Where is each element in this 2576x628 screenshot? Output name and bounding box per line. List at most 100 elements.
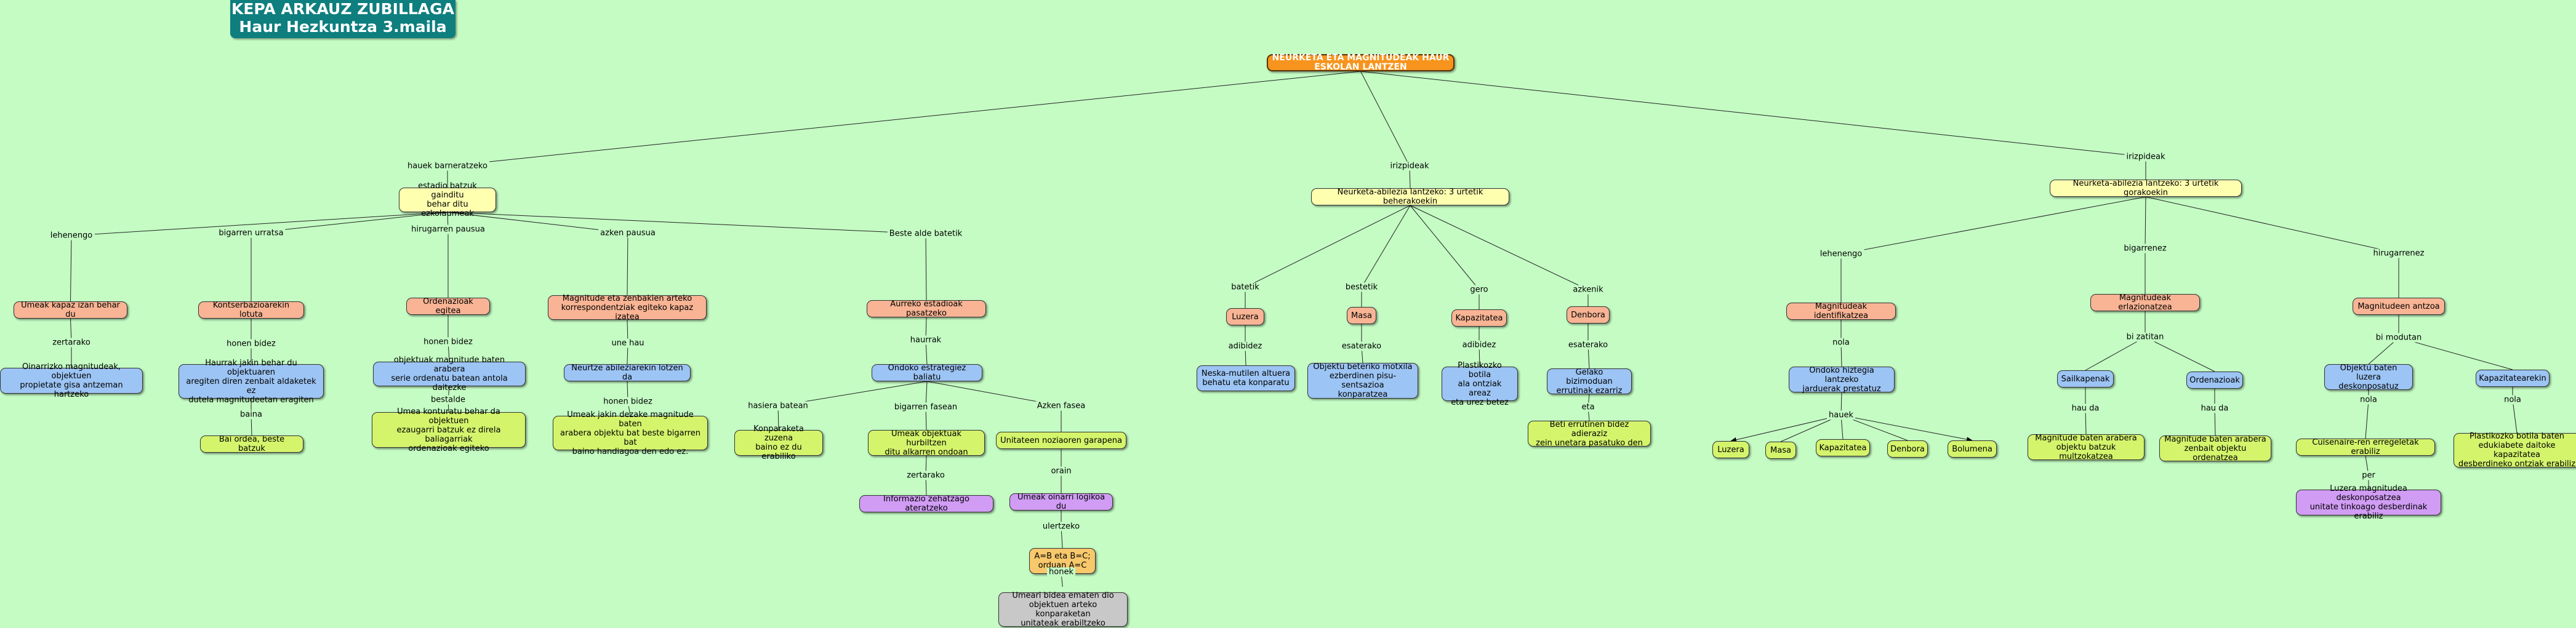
- concept-r-ordenazioak[interactable]: Ordenazioak: [2186, 372, 2243, 389]
- link-root-to-irizpideak-right: [1360, 71, 2146, 157]
- link-label-orain: orain: [1049, 466, 1073, 476]
- link-label-batetik: batetik: [1229, 282, 1261, 292]
- concept-l-umeari[interactable]: Umeari bidea ematen dio objektuen arteko…: [998, 591, 1128, 628]
- concept-l-umeakuinarri[interactable]: Umeak oinarri logikoa du: [1009, 493, 1113, 511]
- concept-l-ondoko[interactable]: Ondoko estrategiez baliatu: [872, 364, 982, 382]
- concept-l-umeakjakin[interactable]: Umeak jakin dezake magnitude baten arabe…: [553, 410, 708, 456]
- concept-m-neska[interactable]: Neska-mutilen altuera behatu eta konpara…: [1197, 365, 1295, 391]
- link-label-bi-modutan: bi modutan: [2373, 333, 2424, 343]
- concept-r-magantz[interactable]: Magnitudeen antzoa: [2353, 298, 2445, 315]
- concept-m-gelako[interactable]: Gelako bizimoduan errutinak ezarriz: [1547, 368, 1632, 395]
- link-label-honen-bidez-2: honen bidez: [422, 337, 475, 347]
- link-label-lehenengo-l: lehenengo: [48, 231, 95, 240]
- concept-r-masa[interactable]: Masa: [1765, 442, 1796, 459]
- concept-r-kapazitatearekin[interactable]: Kapazitatearekin: [2476, 370, 2550, 387]
- link-lehenengo-l-to-l-kapaz: [70, 235, 72, 302]
- link-label-hauek-barneratzeko: hauek barneratzeko: [406, 161, 489, 171]
- link-label-per: per: [2360, 471, 2377, 480]
- link-label-honen-bidez-1: honen bidez: [225, 339, 278, 349]
- concept-l-neurtze[interactable]: Neurtze abileziarekin lotzen da: [564, 364, 691, 382]
- concept-l-ordenaz[interactable]: Ordenazioak egitea: [406, 297, 490, 316]
- link-hauek-to-r-bolumena: [1840, 415, 1973, 442]
- concept-r-plastikozko[interactable]: Plastikozko botila baten edukiabete dait…: [2454, 432, 2576, 469]
- link-estadio-to-azken-l: [447, 212, 628, 234]
- link-m-neurketa-to-batetik: [1245, 205, 1411, 288]
- link-r-neurketa-to-hirugarrenez-r: [2145, 196, 2399, 254]
- concept-estadio[interactable]: estadio batzuk gainditu behar ditu ezkol…: [399, 181, 496, 218]
- link-label-irizpideak-mid: irizpideak: [1388, 161, 1431, 171]
- link-label-azken-fasea: Azken fasea: [1035, 401, 1088, 411]
- concept-r-denbora[interactable]: Denbora: [1887, 440, 1928, 458]
- concept-l-unitateen[interactable]: Unitateen noziaoren garapena: [996, 432, 1126, 449]
- concept-l-beiordu[interactable]: Bai ordea, beste batzuk: [200, 435, 303, 453]
- concept-r-objektubat[interactable]: Objektu baten luzera deskonposatuz: [2324, 364, 2413, 391]
- link-label-nola-3: nola: [2502, 395, 2523, 405]
- concept-r-sailkapenak[interactable]: Sailkapenak: [2057, 370, 2114, 388]
- link-bi-zatitan-to-r-ordenazioak: [2145, 336, 2215, 372]
- concept-l-umeakobj[interactable]: Umeak objektuak hurbiltzen ditu alkarren…: [868, 429, 985, 457]
- concept-m-objektu[interactable]: Objektu beteriko motxila ezberdinen pisu…: [1307, 362, 1418, 399]
- link-r-neurketa-to-bigarrenez-r: [2145, 196, 2146, 249]
- concept-root[interactable]: NEURKETA ETA MAGNITUDEAK HAUR ESKOLAN LA…: [1267, 54, 1455, 72]
- concept-r-magbat1[interactable]: Magnitude baten arabera objektu batzuk m…: [2028, 434, 2145, 461]
- link-m-neurketa-to-gero: [1410, 205, 1480, 290]
- concept-l-informazio[interactable]: Informazio zehatzago ateratzeko: [859, 495, 993, 513]
- concept-r-magerl[interactable]: Magnitudeak erlazionatzea: [2090, 293, 2200, 312]
- link-label-adibidez-2: adibidez: [1460, 340, 1498, 350]
- link-label-esaterako-2: esaterako: [1566, 340, 1610, 350]
- concept-l-ohar[interactable]: Oinarrizko magnitudeak, objektuen propie…: [0, 362, 143, 399]
- concept-l-haurrak[interactable]: Haurrak jakin behar du objektuaren aregi…: [179, 359, 324, 405]
- concept-m-plastikozko[interactable]: Plastikozko botila ala ontziak areaz eta…: [1442, 361, 1518, 407]
- concept-l-umeakon[interactable]: Umea konturatu behar da objektuen ezauga…: [372, 407, 526, 453]
- link-label-zertarako-l: zertarako: [50, 338, 92, 348]
- concept-r-magbat2[interactable]: Magnitude baten arabera zenbait objektu …: [2159, 435, 2271, 463]
- concept-r-luzera[interactable]: Luzera: [1712, 441, 1749, 458]
- course-name: Haur Hezkuntza 3.maila: [239, 18, 447, 36]
- concept-m-gertakari[interactable]: Beti errutinen bidez adieraziz zein unet…: [1528, 420, 1651, 448]
- concept-r-luzeramag[interactable]: Luzera magnitudea deskonposatzea unitate…: [2296, 484, 2441, 521]
- link-label-esateraiko: esaterako: [1339, 341, 1384, 351]
- link-label-bestalde: bestalde: [429, 395, 467, 405]
- link-label-hauek: hauek: [1827, 410, 1855, 420]
- link-label-bestetik: bestetik: [1343, 282, 1380, 292]
- link-label-baina: baina: [238, 410, 265, 419]
- link-label-ulertzeko: ulertzeko: [1040, 522, 1082, 531]
- concept-l-magnitude[interactable]: Magnitude eta zenbakien arteko korrespon…: [548, 294, 707, 322]
- link-label-nola-2: nola: [2358, 395, 2379, 405]
- author-header: KEPA ARKAUZ ZUBILLAGA Haur Hezkuntza 3.m…: [230, 0, 455, 38]
- link-label-hau-da-2: hau da: [2199, 403, 2231, 413]
- link-estadio-to-beste-l: [447, 212, 926, 234]
- concept-l-konparaketa[interactable]: Konparaketa zuzena baino ez du erabiliko: [734, 424, 823, 461]
- concept-r-magid[interactable]: Magnitudeak identifikatzea: [1786, 302, 1896, 320]
- link-root-to-hauek-barneratzeko: [447, 71, 1361, 167]
- concept-l-objektuak[interactable]: objektuak magnitude baten arabera serie …: [373, 356, 526, 392]
- concept-m-luzera[interactable]: Luzera: [1226, 308, 1264, 325]
- concept-l-kapaz[interactable]: Umeak kapaz izan behar du: [14, 301, 127, 319]
- link-hauek-to-r-luzera: [1730, 415, 1842, 442]
- concept-r-ondoko[interactable]: Ondoko hiztegia lantzeko jarduerak prest…: [1789, 366, 1895, 394]
- link-estadio-to-lehenengo-l: [71, 212, 448, 236]
- concept-l-aurreko[interactable]: Aurreko estadioak pasatzeko: [867, 300, 986, 318]
- link-label-bigarren-l: bigarren urratsa: [217, 228, 286, 238]
- link-label-adibidez-1: adibidez: [1226, 341, 1264, 351]
- link-label-bigarrenez-r: bigarrenez: [2122, 244, 2169, 253]
- link-label-eta: eta: [1579, 402, 1597, 412]
- link-label-bigarren-fasean: bigarren fasean: [892, 402, 960, 412]
- concept-r-cuisenaire[interactable]: Cuisenaire-ren erregeletak erabiliz: [2296, 438, 2435, 456]
- concept-r-kapazitatea[interactable]: Kapazitatea: [1816, 439, 1870, 456]
- concept-m-neurketa[interactable]: Neurketa-abilezia lantzeko: 3 urtetik be…: [1311, 188, 1509, 206]
- link-label-honen-bidez-3: honen bidez: [601, 397, 654, 407]
- link-label-hasiera: hasiera batean: [746, 401, 810, 411]
- link-label-lehenengo-r: lehenengo: [1818, 249, 1864, 259]
- concept-m-masa[interactable]: Masa: [1347, 307, 1376, 324]
- concept-l-kontser[interactable]: Kontserbazioarekin lotuta: [198, 301, 304, 319]
- link-label-hau-da-1: hau da: [2069, 403, 2101, 413]
- link-m-neurketa-to-azkenik: [1410, 205, 1589, 290]
- concept-r-neurketa[interactable]: Neurketa-abilezia lantzeko: 3 urtetik go…: [2050, 179, 2242, 197]
- concept-m-denbora[interactable]: Denbora: [1567, 306, 1610, 324]
- link-label-honek: honek: [1047, 567, 1075, 577]
- link-nola-2-to-r-cuisenaire: [2365, 399, 2369, 439]
- concept-r-bolumena[interactable]: Bolumena: [1948, 440, 1997, 458]
- link-label-bi-zatitan: bi zatitan: [2124, 332, 2166, 342]
- concept-m-kapazitatea[interactable]: Kapazitatea: [1451, 309, 1507, 327]
